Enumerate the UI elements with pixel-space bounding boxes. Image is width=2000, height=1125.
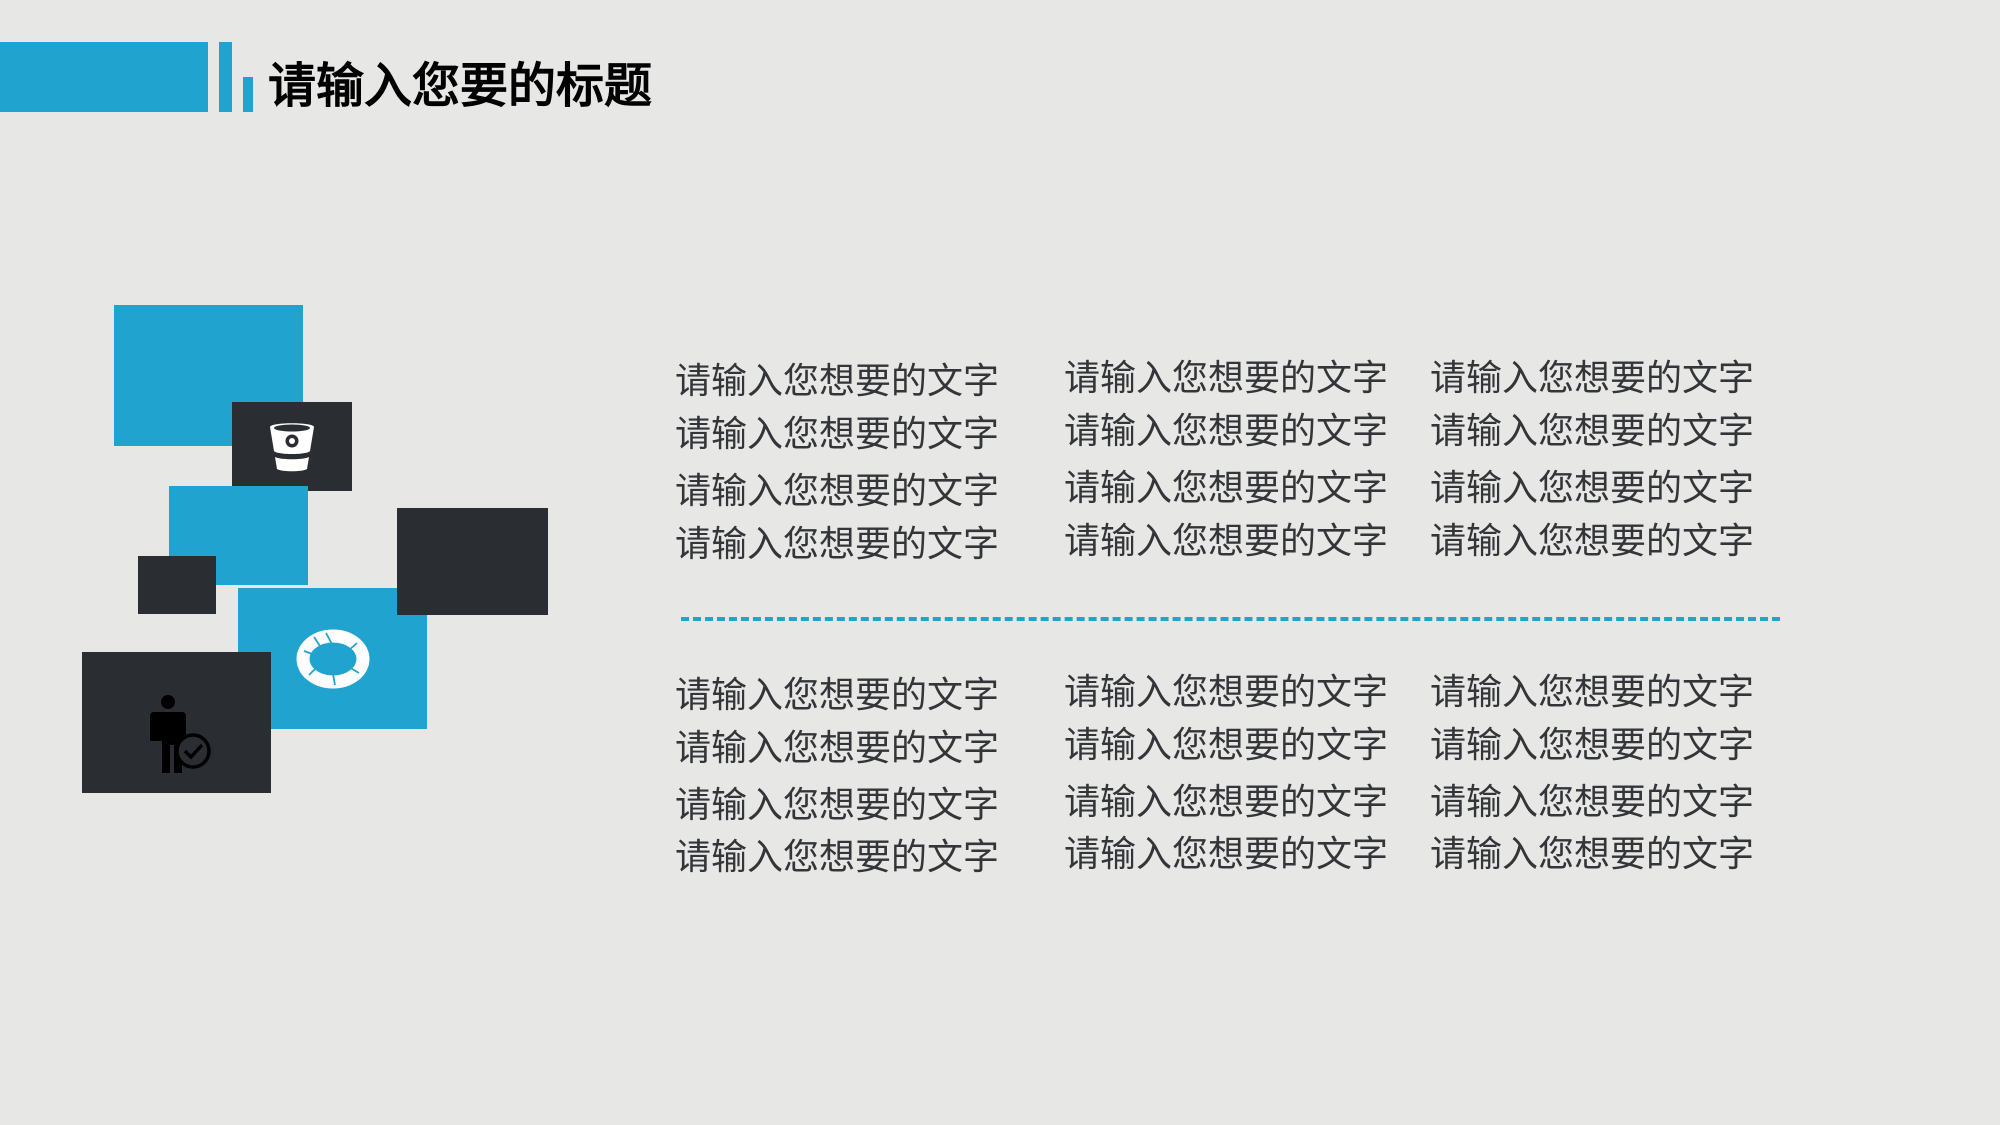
bucket-icon [232,402,352,491]
text-cell: 请输入您想要的文字 [1064,834,1389,875]
header-accent-short-bar [243,77,253,112]
text-cell: 请输入您想要的文字 [675,361,1000,402]
text-cell: 请输入您想要的文字 [1430,521,1755,562]
text-cell: 请输入您想要的文字 [675,785,1000,826]
text-cell: 请输入您想要的文字 [1430,358,1755,399]
text-cell: 请输入您想要的文字 [1430,672,1755,713]
header-accent-bar [0,42,208,112]
dark-block-small [138,556,216,614]
header-accent-thin-bar [219,42,232,112]
dashed-divider [681,617,1780,621]
page-title: 请输入您要的标题 [268,58,653,114]
text-cell: 请输入您想要的文字 [1064,521,1389,562]
text-cell: 请输入您想要的文字 [1430,782,1755,823]
text-cell: 请输入您想要的文字 [675,471,1000,512]
text-cell: 请输入您想要的文字 [675,414,1000,455]
text-cell: 请输入您想要的文字 [675,837,1000,878]
text-cell: 请输入您想要的文字 [675,728,1000,769]
text-cell: 请输入您想要的文字 [1064,782,1389,823]
text-cell: 请输入您想要的文字 [1064,468,1389,509]
text-cell: 请输入您想要的文字 [1430,468,1755,509]
text-cell: 请输入您想要的文字 [1064,672,1389,713]
text-cell: 请输入您想要的文字 [1064,411,1389,452]
text-cell: 请输入您想要的文字 [1430,834,1755,875]
refresh-cycle-icon [238,588,427,729]
person-check-icon [145,690,220,780]
text-cell: 请输入您想要的文字 [1430,411,1755,452]
text-cell: 请输入您想要的文字 [1430,725,1755,766]
text-cell: 请输入您想要的文字 [1064,358,1389,399]
text-cell: 请输入您想要的文字 [675,524,1000,565]
dark-block-large [397,508,548,615]
text-cell: 请输入您想要的文字 [675,675,1000,716]
text-cell: 请输入您想要的文字 [1064,725,1389,766]
